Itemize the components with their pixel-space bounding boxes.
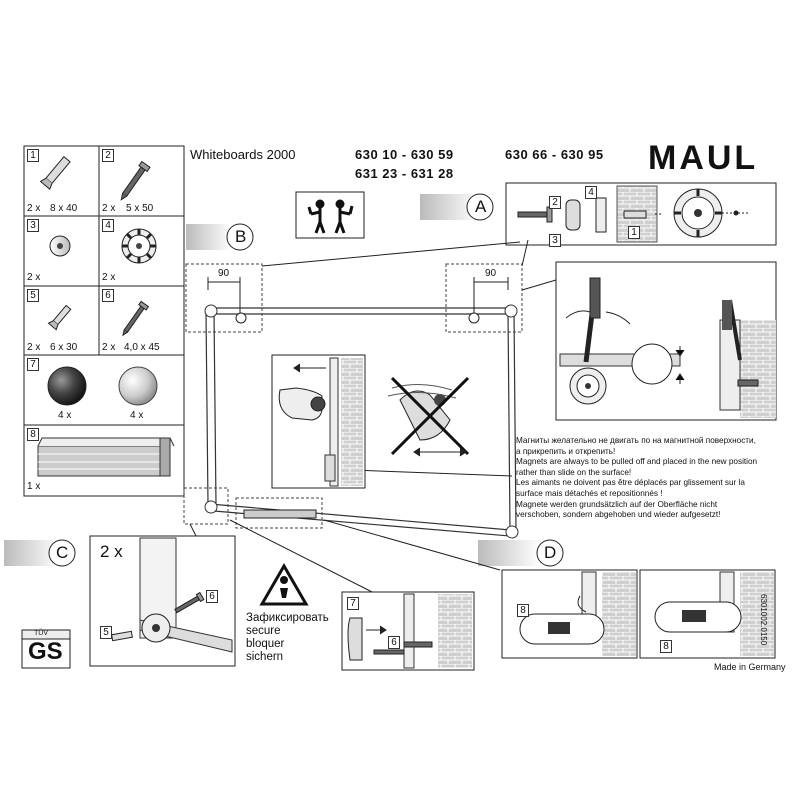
whiteboard-frame xyxy=(204,304,519,539)
warning-triangle-icon xyxy=(259,563,309,606)
dowel-6x30-icon xyxy=(47,304,72,331)
part-size-5: 6 x 30 xyxy=(50,342,78,353)
step-d-circle xyxy=(536,539,564,567)
pen-tray-icon xyxy=(37,437,175,477)
part-number-5: 5 xyxy=(27,289,39,302)
c-part-5-label: 5 xyxy=(100,626,112,639)
section-c-box xyxy=(89,535,236,667)
part-number-2: 2 xyxy=(102,149,114,162)
part-size-6: 4,0 x 45 xyxy=(124,342,160,353)
part-qty-7b: 4 x xyxy=(130,410,144,421)
mount-hole-left-icon xyxy=(235,312,247,324)
black-magnet-icon xyxy=(47,366,87,406)
part-qty-2: 2 x xyxy=(102,203,116,214)
dimension-right: 90 xyxy=(485,268,497,279)
no-sliding-icon xyxy=(387,376,470,457)
a-part-1-label: 1 xyxy=(628,226,640,239)
dowel-8x40-icon xyxy=(39,155,71,191)
c-part-6-label: 6 xyxy=(206,590,218,603)
screwdriver-detail-box xyxy=(555,261,777,421)
d-left-part-8-label: 8 xyxy=(517,604,529,617)
d-right-part-8-label: 8 xyxy=(660,640,672,653)
step-d-label: D xyxy=(544,543,557,562)
dimension-left: 90 xyxy=(218,268,230,279)
magnet-warning-text: Магниты желательно не двигать по на магн… xyxy=(516,436,758,520)
section-d-right-box xyxy=(639,569,776,659)
mount-hole-right-icon xyxy=(468,312,480,324)
section-c2-box xyxy=(341,591,475,671)
part-number-4: 4 xyxy=(102,219,114,232)
code-range-1: 630 10 - 630 59 xyxy=(355,147,454,162)
secure-instruction: Зафиксировать secure bloquer sichern xyxy=(246,612,329,663)
tuv-gs-logo xyxy=(21,629,71,669)
product-title: Whiteboards 2000 xyxy=(190,147,296,162)
screw-4x45-icon xyxy=(122,300,150,337)
brand-logo: MAUL xyxy=(648,139,759,177)
step-b-label: B xyxy=(235,227,247,246)
part-qty-4: 2 x xyxy=(102,272,116,283)
part-qty-3: 2 x xyxy=(27,272,41,283)
made-in-germany: Made in Germany xyxy=(714,662,786,672)
part-qty-5: 2 x xyxy=(27,342,41,353)
part-qty-8: 1 x xyxy=(27,481,41,492)
step-a-circle xyxy=(466,193,494,221)
part-number-7: 7 xyxy=(27,358,39,371)
part-number-6: 6 xyxy=(102,289,114,302)
part-number-1: 1 xyxy=(27,149,39,162)
white-magnet-icon xyxy=(118,366,158,406)
part-qty-6: 2 x xyxy=(102,342,116,353)
step-c-circle xyxy=(48,539,76,567)
washer-icon xyxy=(49,235,71,257)
a-part-3-label: 3 xyxy=(549,234,561,247)
two-person-tools-icon xyxy=(295,191,365,239)
gs-mark: GS xyxy=(28,638,63,665)
code-range-3: 631 23 - 631 28 xyxy=(355,166,454,181)
tuv-label: TÜV xyxy=(34,630,48,637)
section-a-box xyxy=(505,182,777,246)
part-qty-1: 2 x xyxy=(27,203,41,214)
document-code: 6301002.0150 xyxy=(759,594,768,646)
part-number-3: 3 xyxy=(27,219,39,232)
step-d-banner xyxy=(478,540,540,566)
parts-table xyxy=(23,145,185,497)
code-range-2: 630 66 - 630 95 xyxy=(505,147,604,162)
part-number-8: 8 xyxy=(27,428,39,441)
c-quantity: 2 x xyxy=(100,542,123,561)
corner-fixture-icon xyxy=(121,228,157,264)
screw-5x50-icon xyxy=(120,160,151,201)
part-qty-7a: 4 x xyxy=(58,410,72,421)
section-d-left-box xyxy=(501,569,638,659)
c2-part-7-label: 7 xyxy=(347,597,359,610)
part-size-1: 8 x 40 xyxy=(50,203,78,214)
c2-part-6-label: 6 xyxy=(388,636,400,649)
a-part-2-label: 2 xyxy=(549,196,561,209)
step-a-label: A xyxy=(475,197,487,216)
step-b-circle xyxy=(226,223,254,251)
part-size-2: 5 x 50 xyxy=(126,203,154,214)
magnet-pull-box xyxy=(271,354,366,489)
step-b-banner xyxy=(186,224,232,250)
a-part-4-label: 4 xyxy=(585,186,597,199)
step-c-label: C xyxy=(56,543,69,562)
